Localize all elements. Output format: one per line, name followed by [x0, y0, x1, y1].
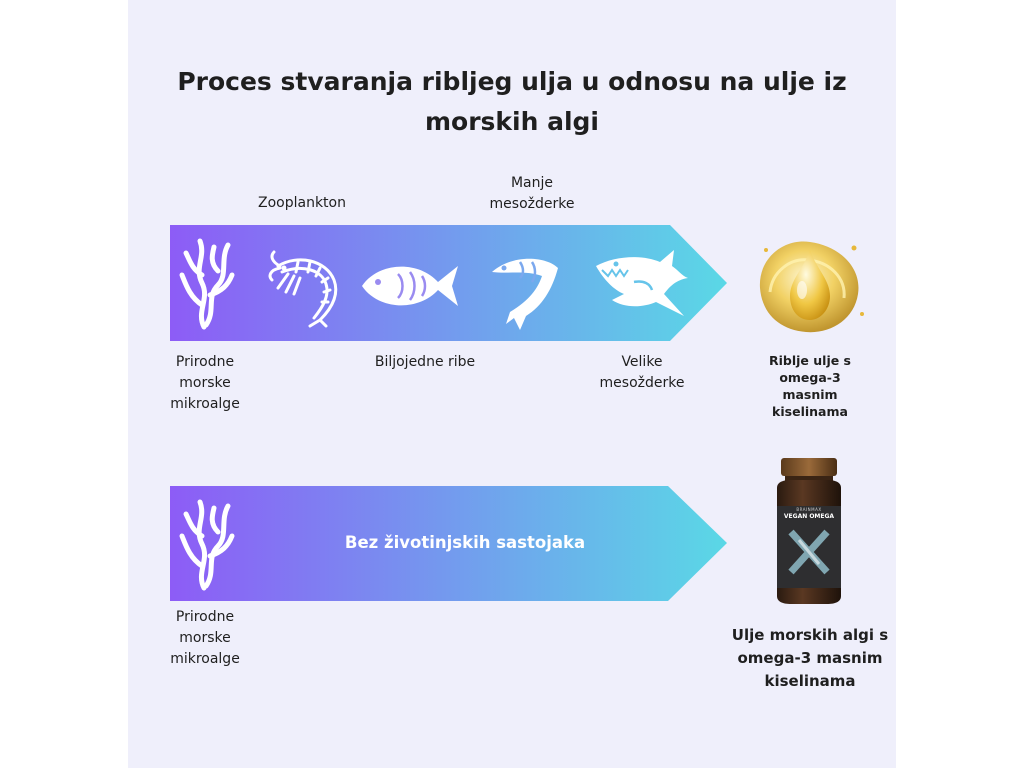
fish-icon — [362, 266, 458, 306]
label-fish-oil-result: Riblje ulje s omega-3 masnim kiselinama — [769, 353, 851, 419]
seaweed-icon — [179, 499, 235, 591]
supplement-jar-icon — [777, 458, 841, 604]
no-animal-ingredients-text: Bez životinjskih sastojaka — [344, 533, 586, 552]
label-herbivore-fish: Biljojedne ribe — [374, 354, 476, 370]
label-algae-oil-result: Ulje morskih algi s omega-3 masnim kisel… — [731, 626, 889, 690]
label-microalgae-2: Prirodne morske mikroalge — [170, 609, 240, 667]
label-smaller-carnivores: Manje mesožderke — [489, 175, 575, 212]
background-panel — [128, 0, 896, 768]
oil-drop-icon — [759, 241, 864, 333]
title-line-1: Proces stvaranja ribljeg ulja u odnosu n… — [177, 67, 847, 96]
jar-brand: BRAINMAX — [796, 507, 822, 512]
shrimp-icon — [268, 250, 338, 328]
label-zooplankton: Zooplankton — [258, 195, 346, 211]
jumping-fish-icon — [492, 258, 558, 330]
label-large-carnivores: Velike mesožderke — [599, 354, 685, 391]
title-line-2: morskih algi — [424, 107, 600, 136]
shark-icon — [596, 250, 688, 316]
seaweed-icon — [179, 238, 235, 330]
page-title: Proces stvaranja ribljeg ulja u odnosu n… — [128, 62, 896, 142]
jar-product-name: VEGAN OMEGA — [783, 513, 835, 520]
label-microalgae-1: Prirodne morske mikroalge — [170, 354, 240, 412]
